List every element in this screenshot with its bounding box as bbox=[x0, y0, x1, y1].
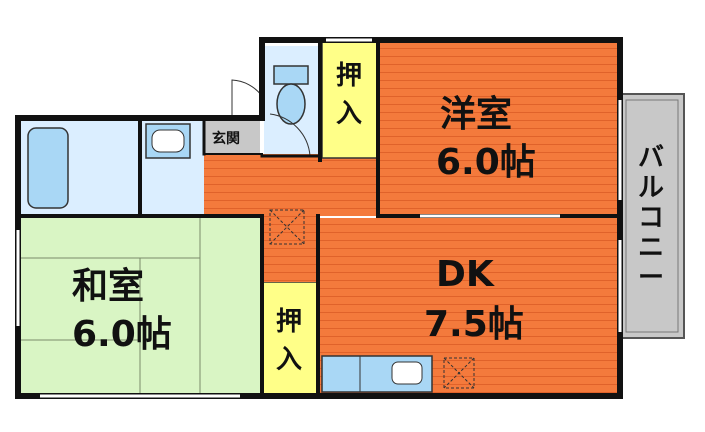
closet-upper-char1: 押 bbox=[336, 61, 362, 91]
japanese-room-name: 和室 bbox=[72, 266, 144, 307]
storage-nook bbox=[262, 216, 318, 282]
balcony-char-3: コ bbox=[638, 203, 664, 233]
balcony-char-2: ル bbox=[638, 173, 664, 203]
balcony-char-4: ニ bbox=[638, 233, 664, 263]
dk-size: 7.5帖 bbox=[424, 304, 524, 345]
japanese-room-size: 6.0帖 bbox=[72, 314, 172, 355]
western-room-name: 洋室 bbox=[440, 94, 512, 135]
japanese-room bbox=[20, 218, 260, 394]
windows bbox=[16, 38, 622, 398]
closet-lower-char1: 押 bbox=[276, 307, 302, 337]
dk-name: DK bbox=[436, 254, 495, 295]
entrance-label: 玄関 bbox=[212, 130, 240, 147]
balcony-char-1: バ bbox=[638, 143, 664, 173]
western-room bbox=[380, 40, 620, 216]
closet-lower bbox=[261, 281, 319, 395]
balcony bbox=[619, 93, 685, 339]
closet-lower-char2: 入 bbox=[276, 345, 302, 375]
kitchen-counter bbox=[321, 355, 433, 393]
balcony-char-5: ー bbox=[638, 263, 664, 293]
bathtub bbox=[27, 127, 69, 209]
western-room-size: 6.0帖 bbox=[436, 142, 536, 183]
ceiling-hatch-marks bbox=[269, 209, 475, 389]
closet-upper-char2: 入 bbox=[336, 99, 362, 129]
toilet bbox=[273, 65, 309, 125]
washbasin bbox=[145, 123, 191, 159]
entrance-floor bbox=[204, 120, 260, 154]
